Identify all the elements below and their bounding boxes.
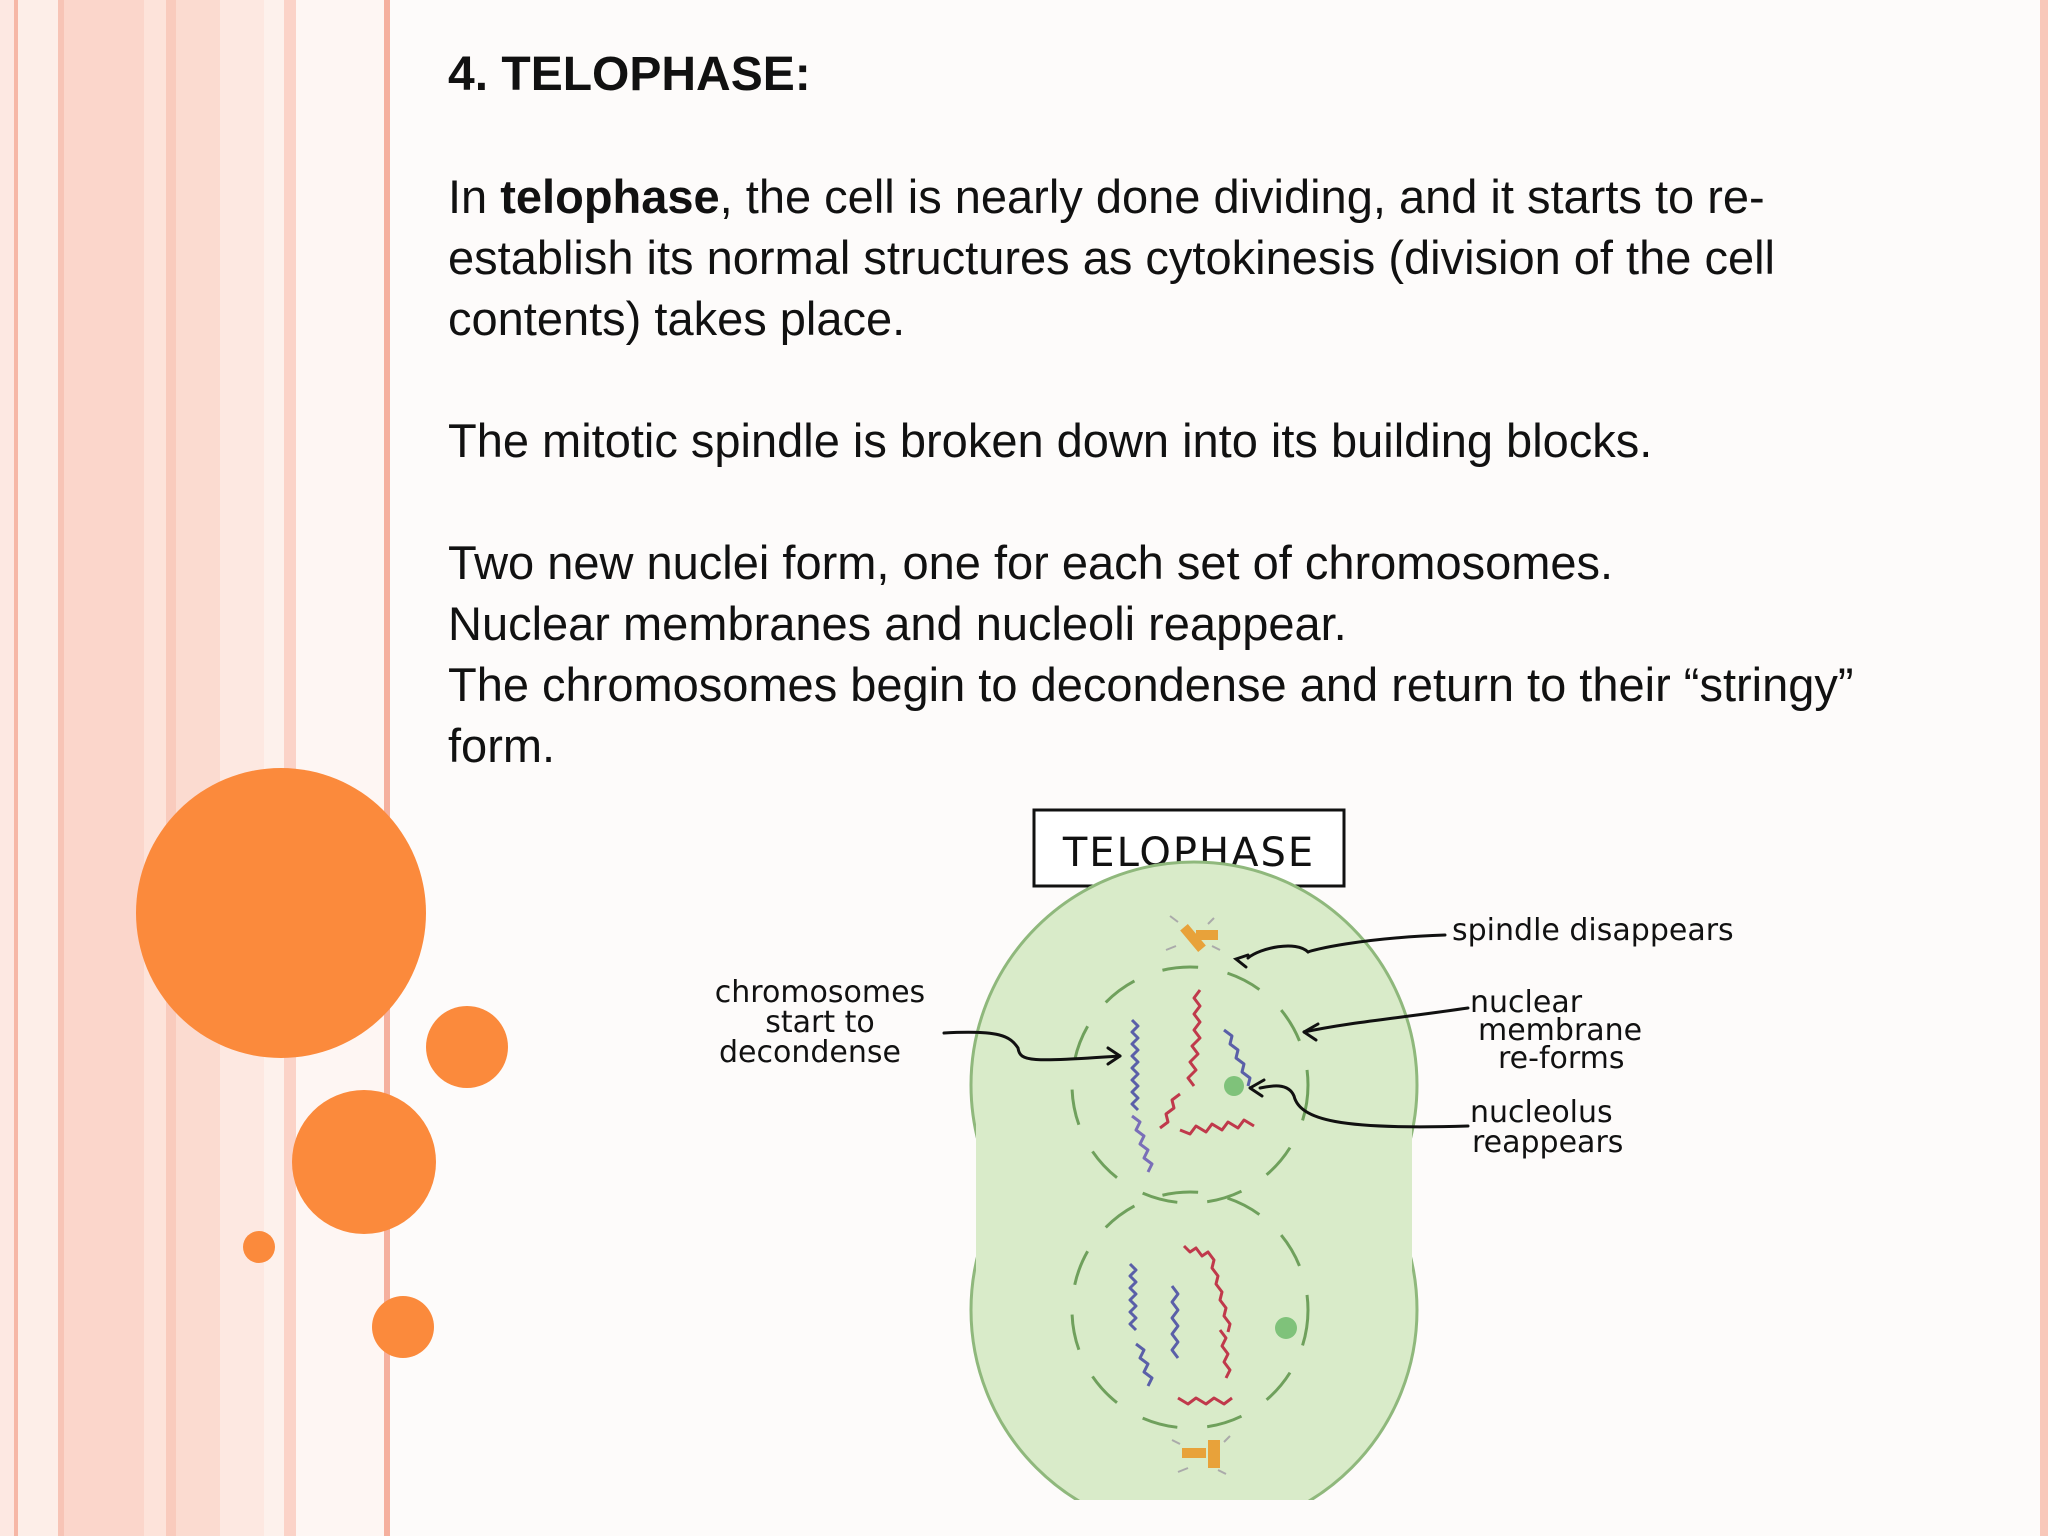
dividing-cell <box>969 860 1419 1500</box>
paragraph-nuclei-line2: Nuclear membranes and nucleoli reappear. <box>448 597 1347 650</box>
paragraph-nuclei-line3: The chromosomes begin to decondense and … <box>448 658 1854 772</box>
para1-bold-term: telophase <box>500 170 720 223</box>
telophase-diagram: TELOPHASE <box>715 808 1734 1500</box>
stripe-12 <box>296 0 386 1536</box>
stripe-7 <box>166 0 176 1536</box>
para1-rest: , the cell is nearly done dividing, and … <box>448 170 1775 345</box>
label-chromosomes-line3: decondense <box>719 1035 901 1070</box>
stripe-8 <box>176 0 220 1536</box>
para1-lead: In <box>448 170 501 223</box>
chromosomes-bottom <box>1128 1244 1233 1406</box>
stripe-4 <box>58 0 64 1536</box>
label-membrane-line2: membrane <box>1478 1013 1642 1048</box>
label-membrane-line1: nuclear <box>1470 985 1583 1020</box>
large-orange-circle <box>136 768 426 1058</box>
nuclear-membrane-bottom <box>1070 1190 1310 1430</box>
label-nucleolus-line2: reappears <box>1472 1125 1623 1160</box>
annotation-arrows <box>942 933 1470 1129</box>
paragraph-telophase: In telophase, the cell is nearly done di… <box>448 166 1888 349</box>
centrosome-bottom-icon <box>1171 1435 1231 1475</box>
stripe-2 <box>14 0 18 1536</box>
stripe-5 <box>64 0 144 1536</box>
stripe-9 <box>220 0 264 1536</box>
stripe-13 <box>384 0 390 1536</box>
label-membrane-line3: re-forms <box>1498 1041 1625 1076</box>
centrosome-top-icon <box>1165 915 1221 952</box>
paragraph-spindle: The mitotic spindle is broken down into … <box>448 414 1653 467</box>
tiny-orange-circle <box>243 1231 275 1263</box>
paragraph-nuclei-line1: Two new nuclei form, one for each set of… <box>448 536 1614 589</box>
label-chromosomes-line1: chromosomes <box>715 975 925 1010</box>
label-chromosomes-line2: start to <box>765 1005 875 1040</box>
nucleolus-top <box>1224 1076 1244 1096</box>
small-orange-circle <box>426 1006 508 1088</box>
stripe-right <box>2040 0 2048 1536</box>
stripe-1 <box>0 0 14 1536</box>
stripe-3 <box>18 0 58 1536</box>
nucleolus-bottom <box>1275 1317 1297 1339</box>
stripe-6 <box>144 0 166 1536</box>
label-nucleolus-line1: nucleolus <box>1470 1095 1613 1130</box>
chromosomes-top <box>1130 989 1255 1173</box>
medium-orange-circle <box>292 1090 436 1234</box>
slide-title: 4. TELOPHASE: <box>448 48 811 101</box>
nuclear-membrane-top <box>1070 965 1310 1205</box>
slide-body: 4. TELOPHASE: In telophase, the cell is … <box>448 44 1888 776</box>
label-spindle-disappears: spindle disappears <box>1452 913 1734 948</box>
small-orange-circle-bottom <box>372 1296 434 1358</box>
